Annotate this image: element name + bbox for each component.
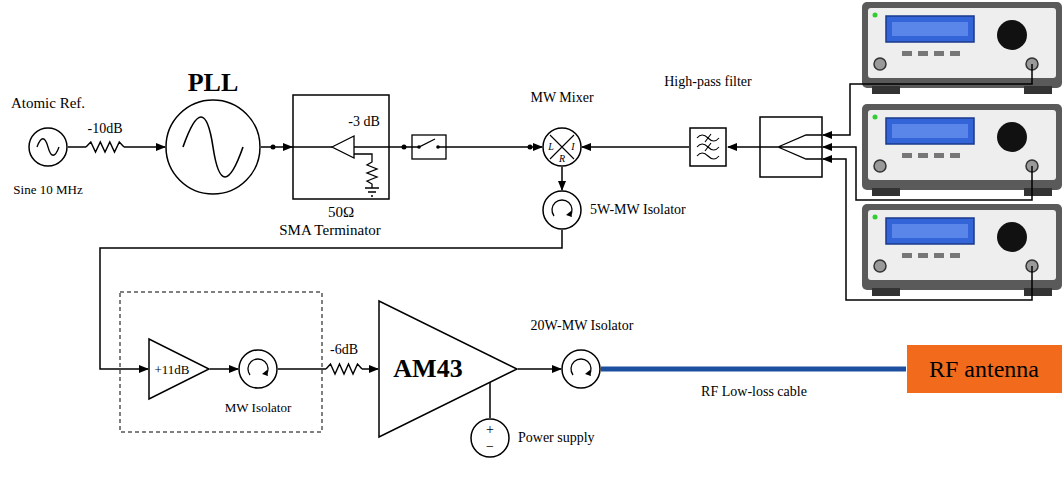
power-amplifier: AM43	[378, 300, 518, 438]
edge-label: -6dB	[328, 342, 360, 358]
node-text: MW Isolator	[225, 401, 292, 414]
node-text: 5W-MW Isolator	[590, 203, 686, 217]
reference-source: Atomic Ref. Sine 10 MHz	[0, 93, 96, 197]
edge-label: -10dB	[86, 121, 125, 137]
node-text: -3 dB	[348, 115, 380, 129]
switch-lever	[412, 139, 446, 147]
rf-antenna: RF antenna	[906, 344, 1063, 394]
node-text: Sine 10 MHz	[13, 183, 82, 196]
node-text: +	[486, 423, 494, 437]
rect-outline	[292, 94, 390, 200]
power-splitter: -3 dB	[292, 94, 390, 200]
part-label: 50Ω	[326, 204, 356, 221]
amplifier-group-outline	[120, 292, 322, 432]
pll-oscillator: PLL	[165, 72, 261, 196]
connector	[210, 368, 238, 370]
node-text: −	[486, 440, 494, 454]
high-pass-filter: High-pass filter	[660, 72, 756, 168]
node-text: I	[571, 142, 574, 152]
connector	[582, 146, 689, 148]
attenuator-gap	[86, 140, 124, 154]
connector	[489, 383, 491, 418]
node-text: Power supply	[518, 431, 595, 445]
node-text: R	[559, 154, 565, 164]
circle-outline	[542, 190, 582, 230]
connector	[518, 368, 561, 370]
node-text: High-pass filter	[664, 75, 751, 89]
part-label: SMA Terminator	[277, 222, 383, 239]
circle-outline	[561, 349, 601, 389]
resistor-symbol	[326, 364, 362, 374]
connector	[100, 230, 562, 369]
node-text: 20W-MW Isolator	[531, 319, 634, 333]
isolator: 20W-MW Isolator	[520, 316, 644, 389]
switch-contact	[436, 145, 440, 149]
attenuator-gap	[326, 362, 362, 376]
node-text: Atomic Ref.	[11, 96, 85, 111]
node-text: L	[548, 142, 554, 152]
switch-contact	[417, 145, 421, 149]
combiner-branches	[760, 135, 822, 159]
node-text: MW Mixer	[530, 91, 593, 105]
edge-label: RF Low-loss cable	[699, 384, 809, 400]
isolator: 5W-MW Isolator	[542, 190, 692, 230]
circle-outline	[165, 99, 261, 195]
rf-switch	[412, 135, 446, 159]
isolator: MW Isolator	[215, 349, 301, 419]
node-text: +11dB	[154, 363, 189, 376]
power-supply: + − Power supply	[470, 418, 600, 458]
power-combiner	[760, 117, 822, 177]
resistor-symbol	[86, 142, 124, 152]
amplifier-triangle: +11dB	[148, 338, 210, 400]
combiner-wire	[728, 146, 760, 148]
node-text: RF antenna	[929, 357, 1039, 381]
circle-outline	[28, 127, 68, 167]
mw-mixer: MW MixerL IR	[520, 88, 604, 170]
connector	[390, 146, 542, 148]
circle-outline	[238, 349, 278, 389]
rect-outline	[689, 127, 727, 167]
connector	[561, 167, 563, 190]
node-text: PLL	[188, 70, 239, 96]
connector	[261, 146, 292, 148]
generator-wires	[823, 64, 1032, 300]
connector	[601, 367, 906, 372]
node-text: AM43	[393, 356, 462, 382]
